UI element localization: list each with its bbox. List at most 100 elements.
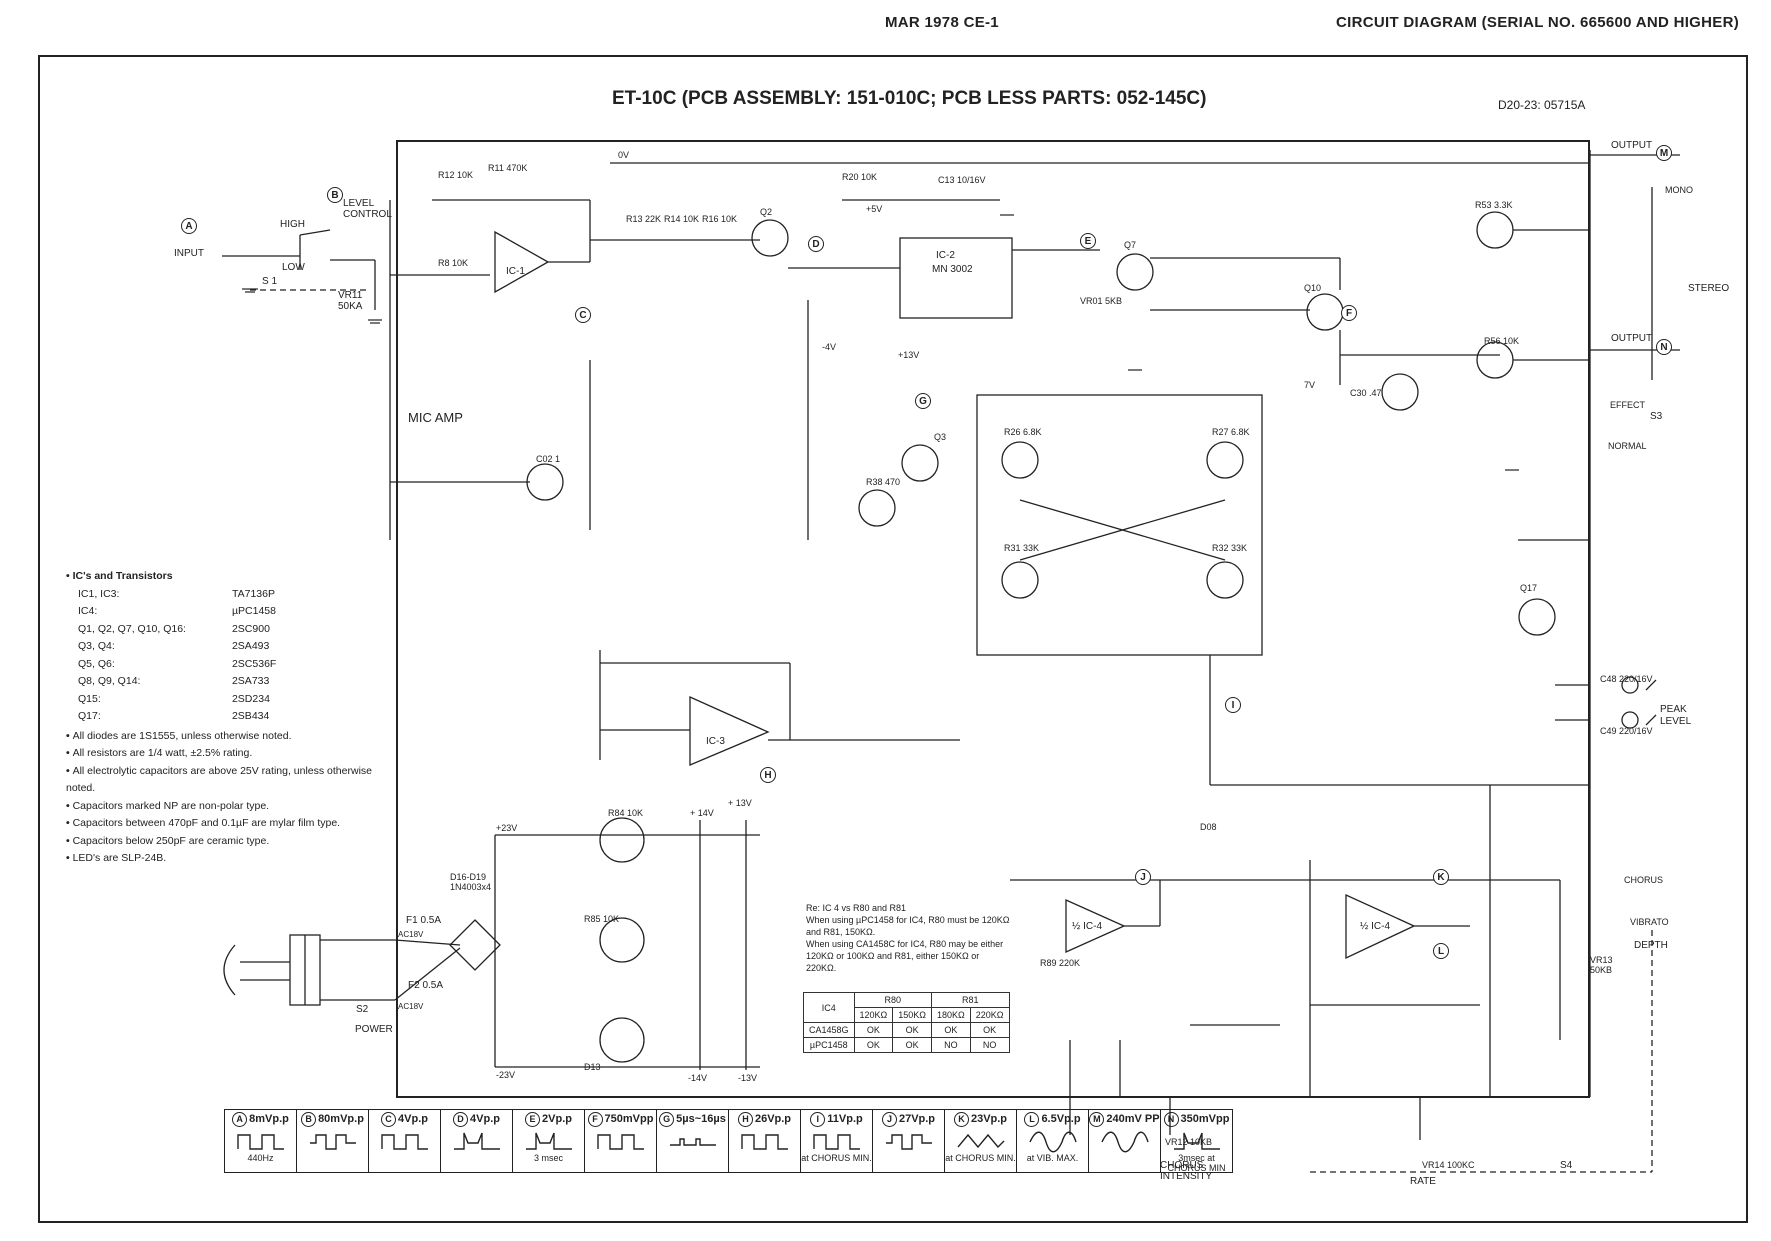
note-item: Capacitors marked NP are non-polar type. xyxy=(66,798,396,816)
test-point-A: A xyxy=(181,218,197,234)
waveform-condition: 3 msec xyxy=(533,1153,563,1163)
ic4-table-header: R80 xyxy=(853,992,933,1008)
component-label: R85 10K xyxy=(584,914,620,924)
header-date: MAR 1978 CE-1 xyxy=(885,14,999,31)
waveform-trace-icon xyxy=(1028,1131,1077,1153)
component-label: D08 xyxy=(1200,822,1217,832)
label-ic1: IC-1 xyxy=(506,266,525,277)
component-label: R13 22K xyxy=(626,214,662,224)
component-label: Q2 xyxy=(760,207,773,217)
label-vr12: VR12 10KB xyxy=(1165,1137,1213,1147)
waveform-trace-icon xyxy=(956,1133,1004,1149)
label-rate: RATE xyxy=(1410,1176,1436,1187)
label-stereo: STEREO xyxy=(1688,283,1730,294)
label-f1: F1 0.5A xyxy=(406,915,442,926)
waveform-trace-icon xyxy=(1173,1132,1220,1150)
note-item: LED's are SLP-24B. xyxy=(66,850,396,868)
waveform-point-id: F xyxy=(587,1112,603,1127)
label-ac18v-2: AC18V xyxy=(398,1002,424,1011)
component-label: Q10 xyxy=(1304,283,1322,293)
parts-row: IC4:µPC1458 xyxy=(78,605,276,617)
component-label: R32 33K xyxy=(1212,543,1248,553)
component-label: Q3 xyxy=(934,432,947,442)
component-label: R26 6.8K xyxy=(1004,427,1042,437)
label-mic-amp: MIC AMP xyxy=(408,410,463,425)
header-doc-title: CIRCUIT DIAGRAM (SERIAL NO. 665600 AND H… xyxy=(1336,14,1740,31)
label-ic4a: ½ IC-4 xyxy=(1072,921,1103,932)
component-label: R38 470 xyxy=(866,477,901,487)
component-label: R27 6.8K xyxy=(1212,427,1250,437)
waveform-trace-icon xyxy=(236,1134,284,1150)
label-0v: 0V xyxy=(618,150,630,160)
note-item: All electrolytic capacitors are above 25… xyxy=(66,763,396,798)
parts-row: IC1, IC3:TA7136P xyxy=(78,587,275,600)
test-point-K: K xyxy=(1433,869,1449,885)
label-s4: S4 xyxy=(1560,1160,1573,1171)
component-label: R14 10K xyxy=(664,214,700,224)
label-low: LOW xyxy=(282,262,305,273)
parts-row: Q17:2SB434 xyxy=(78,710,270,722)
waveform-point-id: L xyxy=(1024,1112,1040,1127)
parts-row: Q15:2SD234 xyxy=(78,692,270,705)
ic4-table: IC4 R80 R81 120KΩ 150KΩ 180KΩ 220KΩ CA14… xyxy=(803,992,1010,1053)
label-ic4b: ½ IC-4 xyxy=(1360,921,1391,932)
waveform-point-id: G xyxy=(659,1112,675,1127)
diagram-frame xyxy=(38,55,1748,1223)
note-item: Capacitors below 250pF are ceramic type. xyxy=(66,833,396,851)
ic4-note: Re: IC 4 vs R80 and R81 When using µPC14… xyxy=(806,902,1011,974)
test-point-N: N xyxy=(1656,339,1672,355)
component-label: C48 220/16V xyxy=(1600,674,1653,684)
component-label: R20 10K xyxy=(842,172,878,182)
note-item: All resistors are 1/4 watt, ±2.5% rating… xyxy=(66,745,396,763)
parts-row: Q5, Q6:2SC536F xyxy=(78,657,277,670)
test-point-H: H xyxy=(760,767,776,783)
waveform-trace-icon xyxy=(380,1134,428,1150)
waveform-trace-icon xyxy=(1100,1131,1149,1153)
waveform-condition: at VIB. MAX. xyxy=(1026,1153,1079,1163)
test-point-I: I xyxy=(1225,697,1241,713)
component-label: R53 3.3K xyxy=(1475,200,1513,210)
waveform-trace-icon xyxy=(309,1134,356,1150)
ic4-table-header: R81 xyxy=(931,992,1010,1008)
ic4-table-sub: 120KΩ xyxy=(853,1007,894,1023)
waveform-trace-icon xyxy=(812,1134,860,1150)
label-minus13: -13V xyxy=(738,1073,758,1083)
test-point-M: M xyxy=(1656,145,1672,161)
label-output-n: OUTPUT xyxy=(1611,333,1653,344)
component-label: C02 1 xyxy=(536,454,561,464)
test-point-F: F xyxy=(1341,305,1357,321)
label-normal: NORMAL xyxy=(1608,441,1647,451)
waveform-trace-icon xyxy=(525,1132,572,1150)
label-vr13: VR13 50KB xyxy=(1590,955,1613,975)
ic4-table-sub: 220KΩ xyxy=(969,1007,1010,1023)
ic4-table-sub: 180KΩ xyxy=(931,1007,971,1023)
label-plus5v: +5V xyxy=(866,204,883,214)
component-label: C49 220/16V xyxy=(1600,726,1653,736)
label-plus23: +23V xyxy=(496,823,518,833)
legend-notes: • IC's and Transistors IC1, IC3:TA7136P … xyxy=(66,568,396,868)
ic4-table-sub: 150KΩ xyxy=(892,1007,933,1023)
label-plus13v: +13V xyxy=(898,350,920,360)
waveform-trace-icon xyxy=(669,1138,716,1146)
label-f2: F2 0.5A xyxy=(408,980,444,991)
test-point-E: E xyxy=(1080,233,1096,249)
label-mono: MONO xyxy=(1665,185,1693,195)
component-label: R16 10K xyxy=(702,214,738,224)
